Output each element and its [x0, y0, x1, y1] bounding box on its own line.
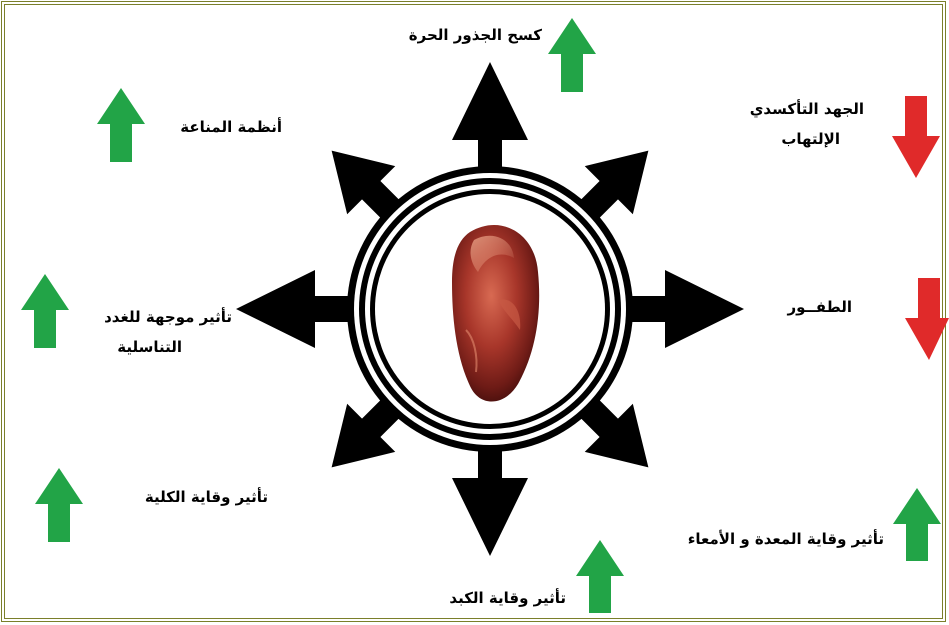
label-line: الإلتهاب [712, 124, 840, 154]
label-immune-systems: أنظمة المناعة [150, 112, 282, 142]
label-free-radical-scavenging: كسح الجذور الحرة [370, 20, 542, 50]
label-oxidative-stress-inflammation: الجهد التأكسدي الإلتهاب [712, 94, 864, 154]
label-liver-protection: تأثير وقاية الكبد [418, 583, 566, 613]
increase-arrow-icon [548, 18, 596, 92]
label-line: تأثير موجهة للغدد [88, 302, 232, 332]
label-mutation: الطفــور [760, 292, 852, 322]
label-line: كسح الجذور الحرة [370, 20, 542, 50]
increase-arrow-icon [97, 88, 145, 162]
decrease-arrow-icon [905, 278, 949, 360]
increase-arrow-icon [21, 274, 69, 348]
increase-arrow-icon [35, 468, 83, 542]
label-line: الجهد التأكسدي [712, 94, 864, 124]
label-gastro-protection: تأثير وقاية المعدة و الأمعاء [652, 524, 884, 554]
label-line: الطفــور [760, 292, 852, 322]
label-kidney-protection: تأثير وقاية الكلية [118, 482, 268, 512]
label-line: التناسلية [88, 332, 182, 362]
label-line: تأثير وقاية الكبد [418, 583, 566, 613]
arrow-left [236, 270, 360, 348]
label-line: تأثير وقاية المعدة و الأمعاء [652, 524, 884, 554]
label-gonadotropic-effect: تأثير موجهة للغدد التناسلية [88, 302, 232, 362]
increase-arrow-icon [893, 488, 941, 561]
increase-arrow-icon [576, 540, 624, 613]
arrow-right [620, 270, 744, 348]
label-line: تأثير وقاية الكلية [118, 482, 268, 512]
decrease-arrow-icon [892, 96, 940, 178]
label-line: أنظمة المناعة [150, 112, 282, 142]
